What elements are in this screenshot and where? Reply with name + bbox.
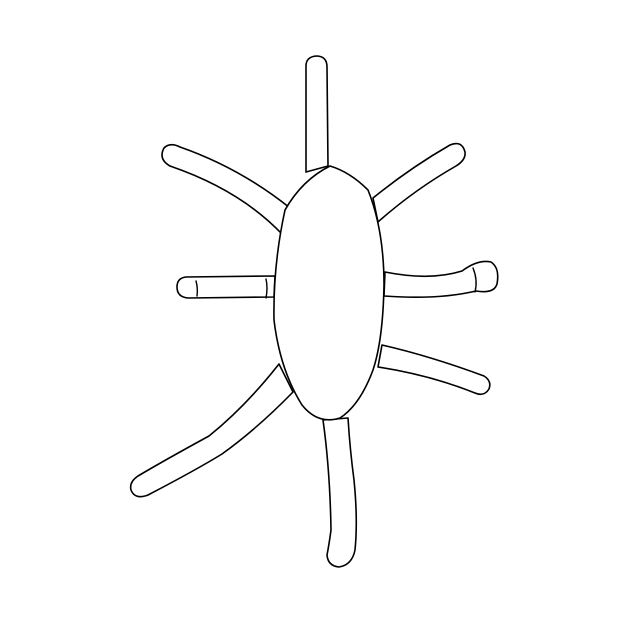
leg-middle-right [383, 260, 499, 299]
leg-upper-right [372, 142, 466, 223]
leg-middle-left-joint-2 [265, 278, 268, 299]
leg-middle-left-joint [195, 280, 199, 297]
bug-body [273, 165, 385, 421]
leg-lower-right [377, 344, 491, 396]
leg-middle-left [176, 275, 276, 299]
leg-lower-left [129, 363, 294, 498]
leg-top [305, 55, 329, 173]
leg-middle-right-joint [472, 267, 477, 293]
leg-upper-left [161, 143, 291, 235]
leg-bottom [322, 417, 358, 568]
